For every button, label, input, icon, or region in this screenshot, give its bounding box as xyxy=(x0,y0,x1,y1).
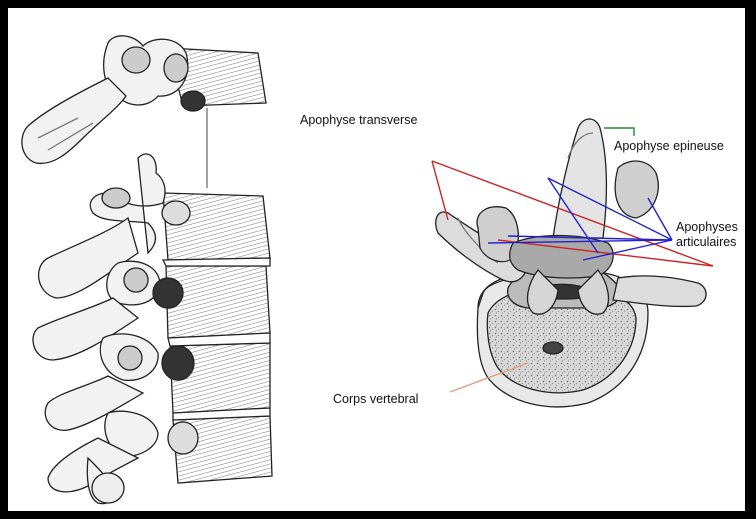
vertebra-top-detached xyxy=(22,36,266,164)
vertebra-illustration xyxy=(436,119,706,407)
label-apophyses-articulaires: Apophyses articulaires xyxy=(676,220,738,250)
anatomy-illustration xyxy=(8,8,745,511)
articular-process-right xyxy=(615,161,658,218)
transverse-process-right xyxy=(613,276,706,307)
label-apophyses-line1: Apophyses xyxy=(676,220,738,235)
label-corps-vertebral: Corps vertebral xyxy=(333,392,418,407)
label-apophyse-transverse: Apophyse transverse xyxy=(300,113,417,128)
spine-illustration xyxy=(22,36,272,504)
label-apophyse-epineuse: Apophyse epineuse xyxy=(614,139,724,154)
label-apophyses-line2: articulaires xyxy=(676,235,738,250)
pointer-epineuse xyxy=(604,128,634,136)
diagram-canvas: Apophyse transverse Apophyse epineuse Ap… xyxy=(8,8,745,511)
spinous-process xyxy=(553,119,606,238)
